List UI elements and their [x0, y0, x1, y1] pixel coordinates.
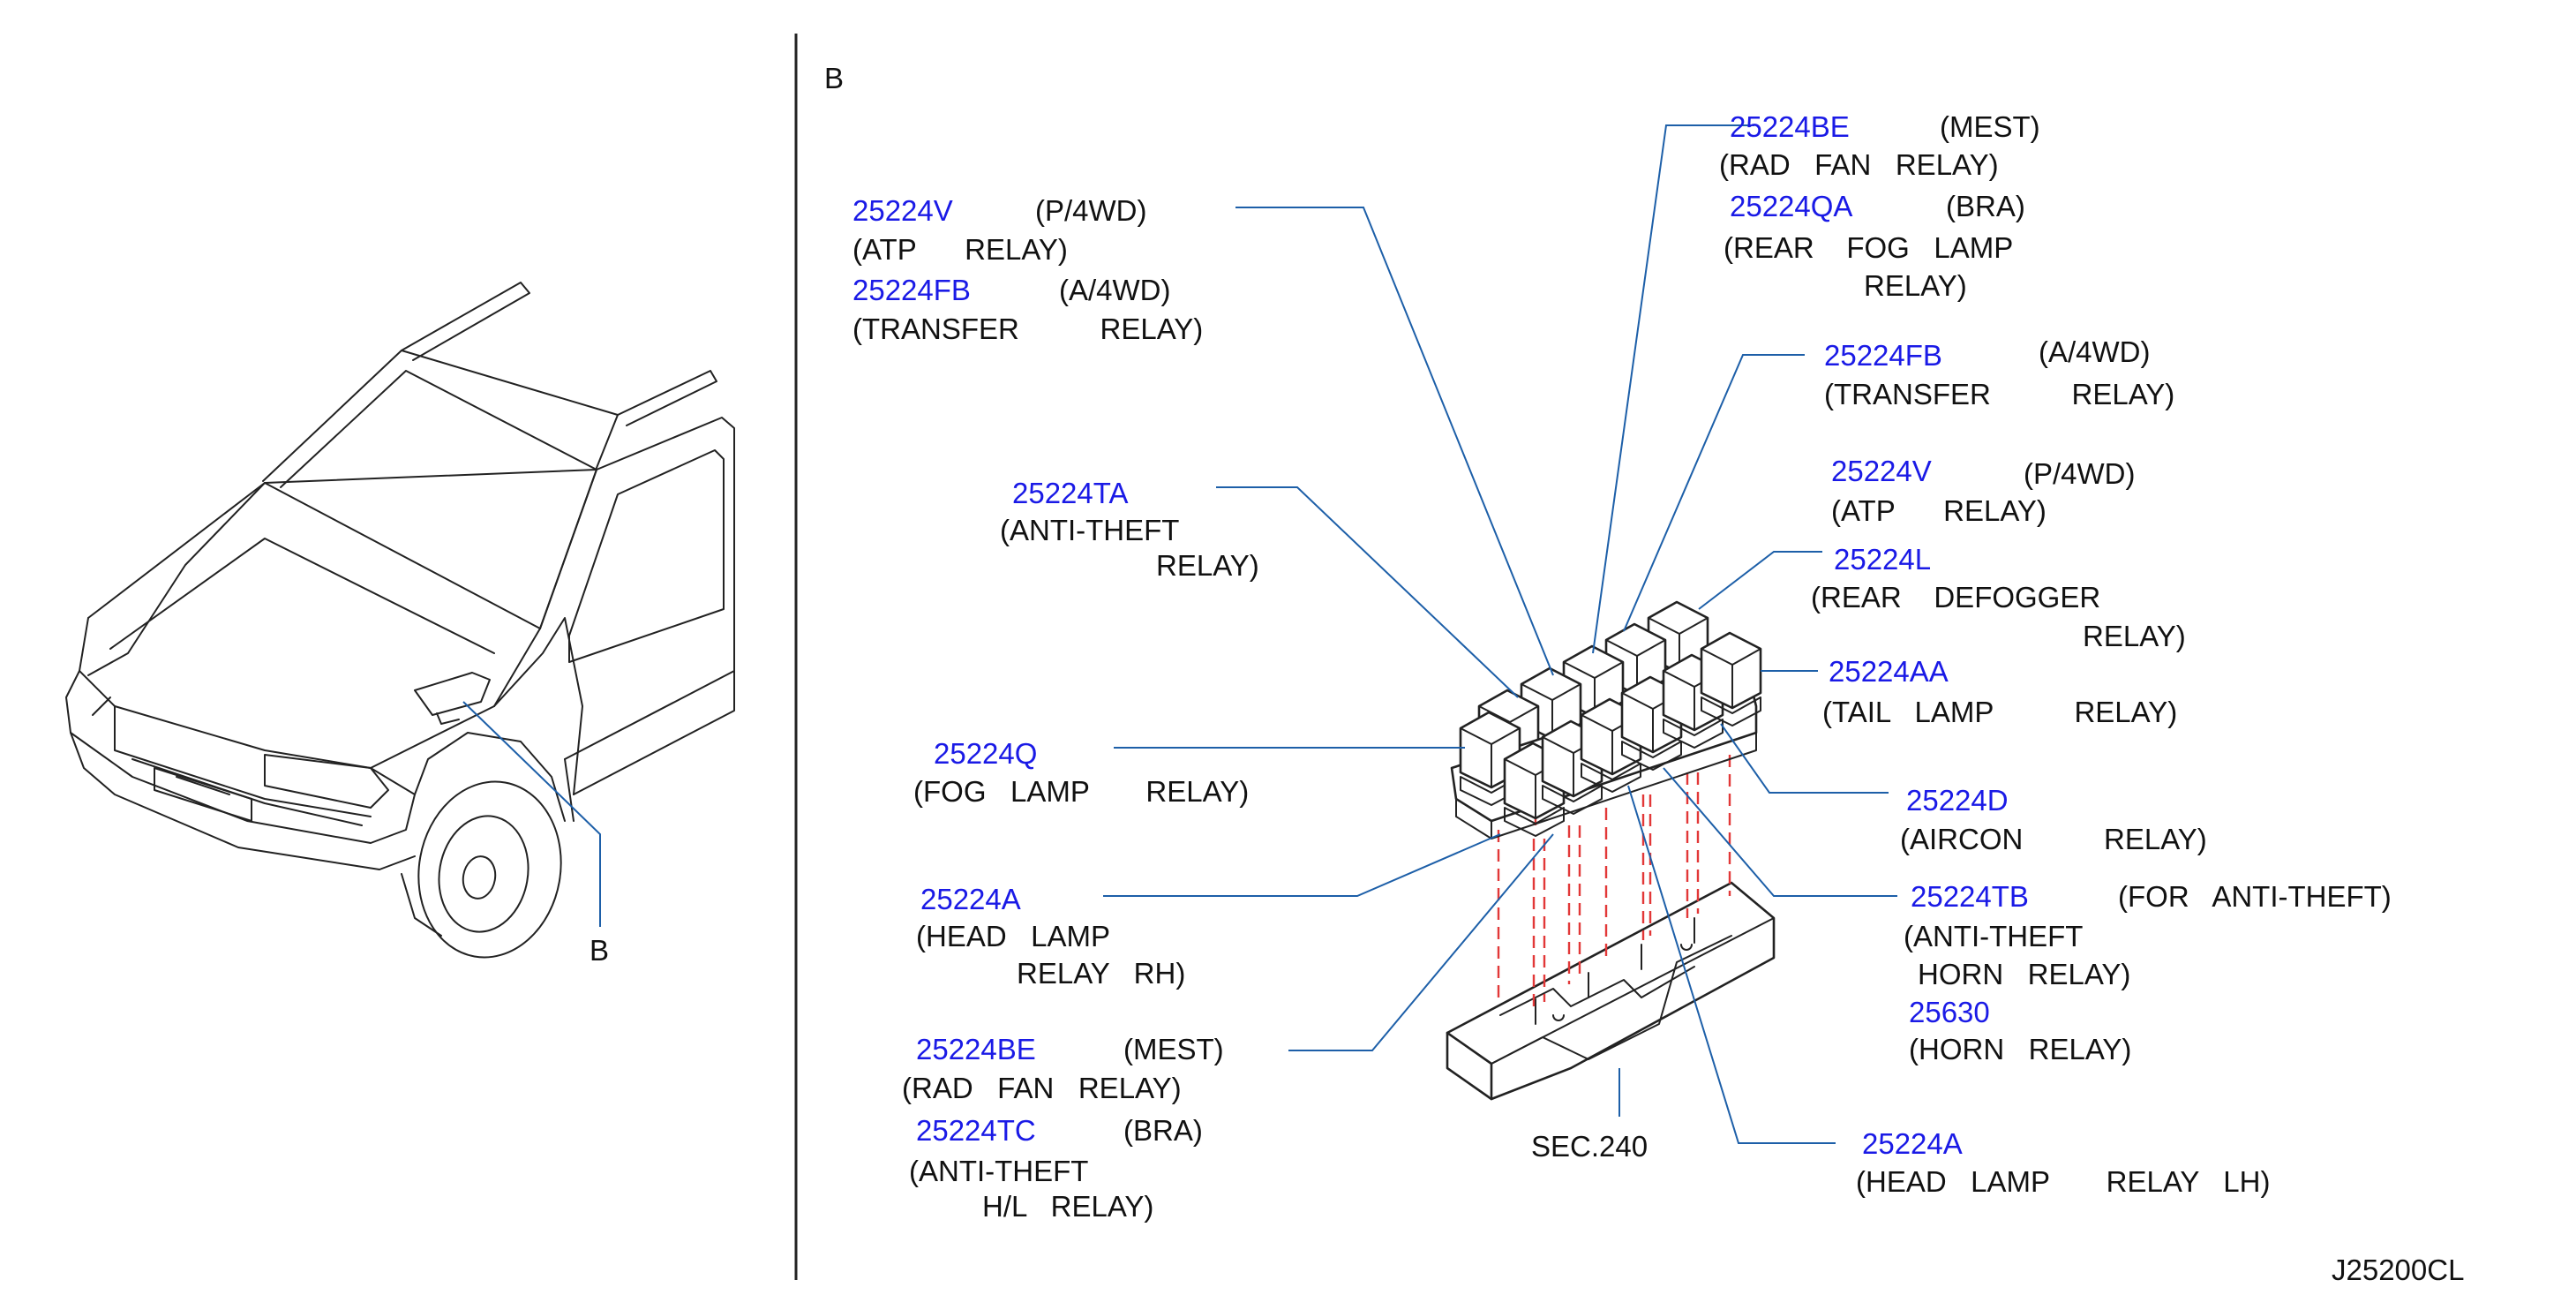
leader-lines — [1103, 124, 1897, 1144]
callout-part-number: 25224TC — [916, 1114, 1036, 1147]
callout-25224FB-left: 25224FB (A/4WD) (TRANSFER RELAY) — [852, 274, 1203, 345]
callout-note: (MEST) — [1123, 1033, 1224, 1065]
callout-description: (TAIL LAMP RELAY) — [1822, 696, 2177, 728]
leader-25224A-rh — [1103, 833, 1501, 897]
callout-note: (A/4WD) — [1059, 274, 1171, 306]
leader-25224A-lh — [1627, 785, 1836, 1144]
callout-description: RELAY) — [1864, 269, 1967, 302]
callout-note: (FOR ANTI-THEFT) — [2118, 880, 2392, 913]
callout-description: HORN RELAY) — [1918, 958, 2130, 990]
leader-25224L — [1698, 551, 1822, 610]
callout-description: (ANTI-THEFT — [1904, 920, 2083, 952]
callout-25224V-left: 25224V (P/4WD) (ATP RELAY) — [852, 194, 1147, 266]
callout-25224Q: 25224Q (FOG LAMP RELAY) — [913, 737, 1249, 808]
callout-description: RELAY) — [2083, 620, 2186, 652]
vehicle-callout-leader — [462, 701, 601, 927]
callout-25224D: 25224D (AIRCON RELAY) — [1900, 784, 2207, 855]
base-section-label: SEC.240 — [1531, 1130, 1648, 1163]
relay-cluster — [1450, 600, 1762, 839]
leader-25224BE-left — [1288, 833, 1554, 1051]
callout-note: (P/4WD) — [1035, 194, 1147, 227]
callout-25224V-right: 25224V (P/4WD) (ATP RELAY) — [1831, 455, 2136, 527]
callout-part-number: 25224FB — [852, 274, 971, 306]
callout-part-number: 25224BE — [1730, 110, 1850, 143]
callout-description: RELAY) — [1156, 549, 1259, 582]
callout-description: (HEAD LAMP — [916, 920, 1110, 952]
callout-part-number: 25224AA — [1829, 655, 1949, 688]
callout-description: (RAD FAN RELAY) — [902, 1072, 1182, 1104]
callout-description: (TRANSFER RELAY) — [1824, 378, 2174, 410]
callout-25224AA: 25224AA (TAIL LAMP RELAY) — [1822, 655, 2177, 728]
callout-description: (REAR DEFOGGER — [1811, 581, 2100, 614]
callout-25224BE-right: 25224BE (MEST) (RAD FAN RELAY) — [1719, 110, 2040, 181]
callout-25224A-lh: 25224A (HEAD LAMP RELAY LH) — [1856, 1127, 2270, 1198]
callout-25224TC: 25224TC (BRA) (ANTI-THEFT H/L RELAY) — [909, 1114, 1203, 1223]
callout-part-number: 25224A — [920, 883, 1021, 915]
callout-25224A-rh: 25224A (HEAD LAMP RELAY RH) — [916, 883, 1185, 990]
callout-note: (A/4WD) — [2039, 335, 2151, 368]
leader-25224TB — [1663, 767, 1897, 897]
mounting-guide-lines — [1497, 755, 1731, 1006]
callout-part-number: 25630 — [1909, 996, 1990, 1028]
leader-25224BE-right — [1592, 124, 1754, 654]
callout-description: (HORN RELAY) — [1909, 1033, 2131, 1065]
section-label: B — [824, 62, 844, 94]
callout-description: (FOG LAMP RELAY) — [913, 775, 1249, 808]
callout-part-number: 25224BE — [916, 1033, 1036, 1065]
leader-25224TA — [1216, 486, 1519, 698]
callout-description: (TRANSFER RELAY) — [852, 312, 1203, 345]
callout-note: (MEST) — [1940, 110, 2040, 143]
relay-front-7 — [1700, 631, 1762, 727]
callout-part-number: 25224A — [1862, 1127, 1963, 1160]
callout-description: (ATP RELAY) — [1831, 494, 2047, 527]
leader-25224D — [1720, 723, 1889, 794]
callout-25224QA: 25224QA (BRA) (REAR FOG LAMP RELAY) — [1724, 190, 2025, 302]
relay-bracket-base — [1446, 881, 1776, 1101]
callout-description: (ANTI-THEFT — [909, 1155, 1088, 1187]
callout-description: H/L RELAY) — [982, 1190, 1153, 1223]
callout-part-number: 25224TB — [1911, 880, 2029, 913]
callout-description: (ANTI-THEFT — [1000, 514, 1179, 546]
callout-part-number: 25224D — [1906, 784, 2009, 817]
callout-description: (AIRCON RELAY) — [1900, 823, 2207, 855]
callout-description: RELAY RH) — [1017, 957, 1185, 990]
leader-25224FB-right — [1623, 354, 1805, 632]
callout-part-number: 25224L — [1834, 543, 1931, 576]
callout-note: (BRA) — [1946, 190, 2025, 222]
figure-code: J25200CL — [2332, 1254, 2464, 1286]
callout-25224TB: 25224TB (FOR ANTI-THEFT) (ANTI-THEFT HOR… — [1904, 880, 2392, 990]
callout-25224FB-right: 25224FB (A/4WD) (TRANSFER RELAY) — [1824, 335, 2174, 410]
callout-25224L: 25224L (REAR DEFOGGER RELAY) — [1811, 543, 2186, 652]
vehicle-illustration — [65, 282, 735, 959]
callout-part-number: 25224V — [1831, 455, 1932, 487]
callout-note: (P/4WD) — [2024, 457, 2136, 490]
callout-part-number: 25224V — [852, 194, 953, 227]
callout-25224TA: 25224TA (ANTI-THEFT RELAY) — [1000, 477, 1259, 582]
callout-25224BE-left: 25224BE (MEST) (RAD FAN RELAY) — [902, 1033, 1224, 1104]
callout-part-number: 25224QA — [1730, 190, 1852, 222]
callout-part-number: 25224Q — [934, 737, 1037, 770]
leader-25224V-left — [1235, 207, 1554, 676]
callout-description: (RAD FAN RELAY) — [1719, 148, 1999, 181]
callout-part-number: 25224TA — [1012, 477, 1128, 509]
callout-description: (HEAD LAMP RELAY LH) — [1856, 1165, 2270, 1198]
callout-part-number: 25224FB — [1824, 339, 1942, 372]
callout-note: (BRA) — [1123, 1114, 1203, 1147]
callout-25630: 25630 (HORN RELAY) — [1909, 996, 2131, 1065]
vehicle-callout-label: B — [590, 934, 609, 967]
callout-description: (ATP RELAY) — [852, 233, 1068, 266]
callout-description: (REAR FOG LAMP — [1724, 231, 2013, 264]
